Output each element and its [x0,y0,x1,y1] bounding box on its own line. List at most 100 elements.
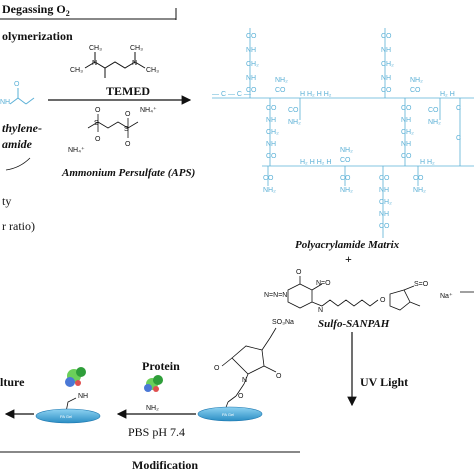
degassing-label: Degassing O2 [2,2,70,18]
svg-text:H H₂: H H₂ [420,159,435,166]
protein-molecule-left [65,367,86,387]
svg-text:C: C [456,135,461,142]
svg-text:NH: NH [0,99,10,106]
acrylamide-monomer: NH O [0,81,35,106]
svg-text:NH₂: NH₂ [288,119,301,126]
svg-text:CO: CO [275,87,286,94]
protein-molecule-middle [144,375,163,392]
sanpah-na: Na⁺ [440,292,453,300]
temed-label: TEMED [106,84,150,98]
svg-text:C: C [456,105,461,112]
protein-label: Protein [142,359,180,373]
svg-text:CO: CO [381,33,392,40]
temed-ch3-3: CH₃ [70,67,83,74]
aps-structure [87,114,139,138]
bis-acrylamide-label-1: thylene- [2,121,42,135]
culture-label: lture [0,375,25,389]
aps-s1: S [94,120,99,127]
sanpah-ester-o: O [380,297,386,304]
svg-text:CO: CO [379,223,390,230]
ratio-label-2: r ratio) [2,219,35,233]
gel-disc-left [35,408,101,424]
svg-text:O: O [14,81,20,88]
linker-nh: NH [78,393,88,400]
svg-text:CO: CO [381,87,392,94]
nhs-o1: O [214,365,220,372]
sulfo-sanpah-structure [287,276,474,311]
svg-text:CO: CO [413,175,424,182]
sanpah-no2: N=O [316,280,331,287]
nhs-o2: O [276,373,282,380]
nhs-n: N [242,377,247,384]
aps-label: Ammonium Persulfate (APS) [61,167,195,179]
svg-text:NH₂: NH₂ [340,187,353,194]
svg-text:NH₂: NH₂ [340,147,353,154]
protein-nh2: NH₂ [146,405,159,412]
svg-text:CH₂: CH₂ [381,61,394,68]
aps-o4: O [125,141,131,148]
svg-text:CO: CO [340,175,351,182]
svg-text:NH₂: NH₂ [275,77,288,84]
svg-text:— C — C —: — C — C — [212,91,251,98]
svg-text:NH₂: NH₂ [410,77,423,84]
sanpah-label: Sulfo-SANPAH [318,318,390,330]
polyacrylamide-network [212,28,474,238]
svg-text:NH: NH [266,141,276,148]
svg-text:NH: NH [381,75,391,82]
nhs-o3: O [238,393,244,400]
svg-text:CO: CO [340,157,351,164]
svg-text:NH: NH [379,187,389,194]
so3na-label: SO₃Na [272,319,294,326]
aps-o2: O [95,136,101,143]
temed-n2: N [132,60,137,67]
svg-text:CO: CO [263,175,274,182]
azide-group: N=N=N [264,292,287,299]
svg-text:CO: CO [266,105,277,112]
gel-disc-right [197,406,263,422]
svg-text:NH: NH [381,47,391,54]
matrix-label: Polyacrylamide Matrix [295,239,400,251]
sanpah-o: O [296,269,302,276]
aps-nh4-bottom: NH₄⁺ [68,146,85,154]
left-bracket [5,157,31,171]
svg-text:CO: CO [428,107,439,114]
linker-left [65,397,77,413]
svg-text:CH₂: CH₂ [246,61,259,68]
svg-text:NH: NH [401,141,411,148]
aps-nh4-top: NH₄⁺ [140,106,157,114]
svg-text:CO: CO [288,107,299,114]
svg-text:CO: CO [246,33,257,40]
polymerization-label: olymerization [2,29,73,43]
temed-structure [84,52,146,78]
svg-text:NH: NH [379,211,389,218]
sanpah-so3: S=O [414,281,429,288]
svg-text:NH₂: NH₂ [413,187,426,194]
svg-text:NH: NH [246,47,256,54]
svg-text:H₂ H: H₂ H [440,91,455,98]
temed-ch3-4: CH₃ [146,67,159,74]
gel-label-left: PA Gel [60,414,72,419]
svg-text:CO: CO [401,153,412,160]
svg-text:CH₂: CH₂ [401,129,414,136]
gel-label-right: PA Gel [222,412,234,417]
svg-text:CH₂: CH₂ [379,199,392,206]
nhs-ester-structure [221,327,277,411]
svg-text:CO: CO [266,153,277,160]
temed-ch3-2: CH₃ [130,45,143,52]
svg-text:CO: CO [379,175,390,182]
svg-text:CH₂: CH₂ [266,129,279,136]
polymer-labels: CO NH CH₂ NH CO CO NH CH₂ NH CO — C — C … [212,33,461,230]
svg-text:NH: NH [246,75,256,82]
svg-text:H₂ H H₂ H: H₂ H H₂ H [300,159,332,166]
plus-sign: + [345,252,352,266]
aps-o3: O [125,111,131,118]
svg-text:CO: CO [246,87,257,94]
modification-label: Modification [132,458,198,472]
svg-text:NH: NH [401,117,411,124]
svg-text:CO: CO [401,105,412,112]
bis-acrylamide-label-2: amide [2,137,33,151]
svg-text:H H₂ H H₂: H H₂ H H₂ [300,91,332,98]
uv-label: UV Light [360,375,408,389]
svg-text:CO: CO [410,87,421,94]
